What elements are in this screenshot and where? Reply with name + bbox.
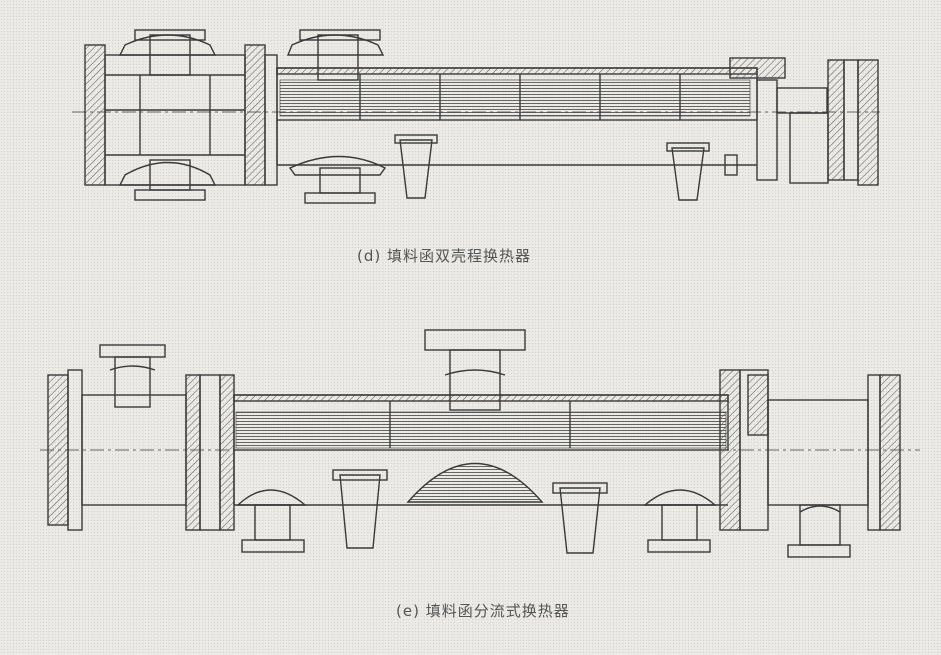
nozzle-bottom-middle-d [288,155,387,204]
right-channel-e [767,399,869,506]
exchanger-e [40,329,920,558]
nozzle-bottom-left-d [118,159,217,201]
right-flange-e [879,374,901,531]
right-channel-d [789,112,829,184]
saddle-left-d [399,139,433,199]
figure-caption-d: (d) 填料函双壳程换热器 [357,247,531,265]
nozzle-left-e [99,344,166,408]
inner-flange-d [244,44,266,186]
nozzle-top-center-e [424,329,526,411]
saddle-left-e [339,474,381,549]
right-flange-d [827,59,845,181]
nozzle-top-left-d [118,29,217,76]
nozzle-bottom-far-right-e [787,504,851,558]
exchanger-d [72,29,880,204]
tube-bundle-d [279,79,751,117]
left-flange-d [84,44,106,186]
saddle-right-d [671,147,705,201]
floating-head-d [756,79,778,181]
split-dome-e [406,462,544,503]
nozzle-bottom-right-e [643,489,717,553]
nozzle-bottom-left-e [236,489,307,553]
saddle-right-e [559,487,601,554]
figure-caption-e: (e) 填料函分流式换热器 [396,602,570,620]
tube-bundle-e [235,411,727,449]
left-flange-e [47,374,69,526]
